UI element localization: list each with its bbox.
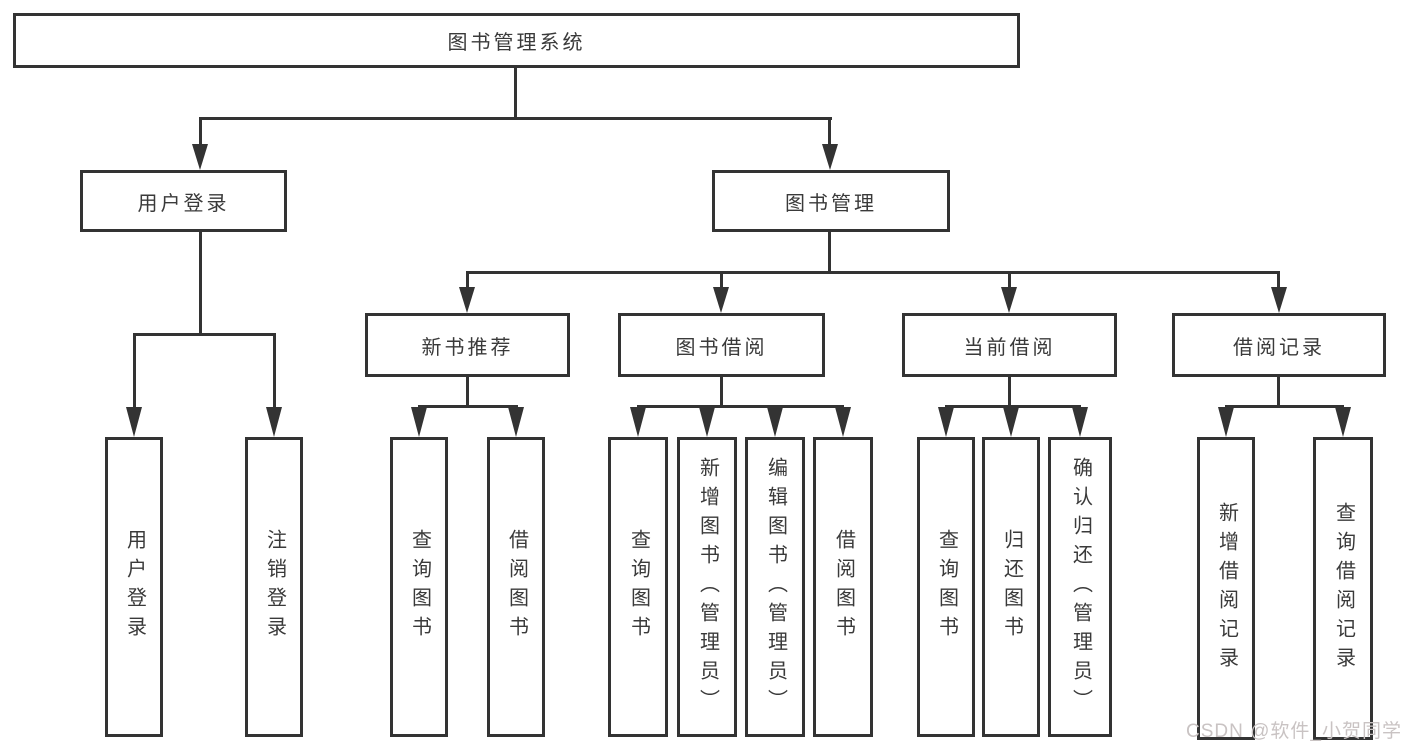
connector-line	[1008, 375, 1011, 407]
connector-line	[828, 230, 831, 273]
arrowhead-down-icon	[192, 144, 208, 170]
csdn-watermark: CSDN @软件_小贺同学	[1186, 721, 1402, 742]
arrowhead-down-icon	[699, 407, 715, 437]
node-current-borrow: 当前借阅	[902, 313, 1117, 377]
connector-line	[720, 375, 723, 407]
arrowhead-down-icon	[1218, 407, 1234, 437]
leaf-confirm-return-admin: 确认归还（管理员）	[1048, 437, 1112, 737]
leaf-return-books: 归还图书	[982, 437, 1040, 737]
connector-line	[199, 117, 832, 120]
connector-line	[720, 271, 723, 291]
connector-line	[514, 68, 517, 119]
node-user-login: 用户登录	[80, 170, 287, 232]
node-new-book-recommend: 新书推荐	[365, 313, 570, 377]
arrowhead-down-icon	[508, 407, 524, 437]
leaf-borrow-books-recommend: 借阅图书	[487, 437, 545, 737]
node-book-borrow: 图书借阅	[618, 313, 825, 377]
connector-line	[199, 230, 202, 335]
arrowhead-down-icon	[459, 287, 475, 313]
connector-line	[133, 333, 276, 336]
node-library-management-system: 图书管理系统	[13, 13, 1020, 68]
arrowhead-down-icon	[1271, 287, 1287, 313]
arrowhead-down-icon	[1003, 407, 1019, 437]
arrowhead-down-icon	[835, 407, 851, 437]
leaf-add-book-admin: 新增图书（管理员）	[677, 437, 737, 737]
node-label: 图书借阅	[675, 336, 768, 359]
connector-line	[1277, 375, 1280, 407]
arrowhead-down-icon	[630, 407, 646, 437]
arrowhead-down-icon	[1335, 407, 1351, 437]
arrowhead-down-icon	[266, 407, 282, 437]
node-label: 图书管理	[785, 192, 877, 215]
connector-line	[133, 333, 136, 411]
arrowhead-down-icon	[938, 407, 954, 437]
leaf-edit-book-admin: 编辑图书（管理员）	[745, 437, 805, 737]
node-label: 借阅记录	[1233, 336, 1325, 359]
arrowhead-down-icon	[1001, 287, 1017, 313]
connector-line	[418, 405, 518, 408]
connector-line	[1008, 271, 1011, 291]
arrowhead-down-icon	[713, 287, 729, 313]
connector-line	[466, 375, 469, 407]
arrowhead-down-icon	[767, 407, 783, 437]
connector-line	[466, 271, 1280, 274]
leaf-logout: 注销登录	[245, 437, 303, 737]
node-label: 用户登录	[137, 192, 230, 215]
node-borrow-records: 借阅记录	[1172, 313, 1386, 377]
connector-line	[1225, 405, 1344, 408]
leaf-borrow-books: 借阅图书	[813, 437, 873, 737]
connector-line	[466, 271, 469, 291]
node-label: 当前借阅	[963, 336, 1056, 359]
leaf-add-borrow-record: 新增借阅记录	[1197, 437, 1255, 740]
arrowhead-down-icon	[126, 407, 142, 437]
leaf-query-books-current: 查询图书	[917, 437, 975, 737]
connector-line	[637, 405, 844, 408]
node-label: 图书管理系统	[447, 32, 586, 54]
connector-line	[828, 117, 831, 148]
arrowhead-down-icon	[411, 407, 427, 437]
node-book-management: 图书管理	[712, 170, 950, 232]
leaf-query-borrow-record: 查询借阅记录	[1313, 437, 1373, 740]
connector-line	[273, 333, 276, 411]
node-label: 新书推荐	[421, 336, 514, 359]
leaf-query-books-borrow: 查询图书	[608, 437, 668, 737]
connector-line	[1277, 271, 1280, 291]
arrowhead-down-icon	[1072, 407, 1088, 437]
leaf-query-books-recommend: 查询图书	[390, 437, 448, 737]
connector-line	[199, 117, 202, 148]
connector-line	[945, 405, 1081, 408]
arrowhead-down-icon	[822, 144, 838, 170]
leaf-user-login: 用户登录	[105, 437, 163, 737]
